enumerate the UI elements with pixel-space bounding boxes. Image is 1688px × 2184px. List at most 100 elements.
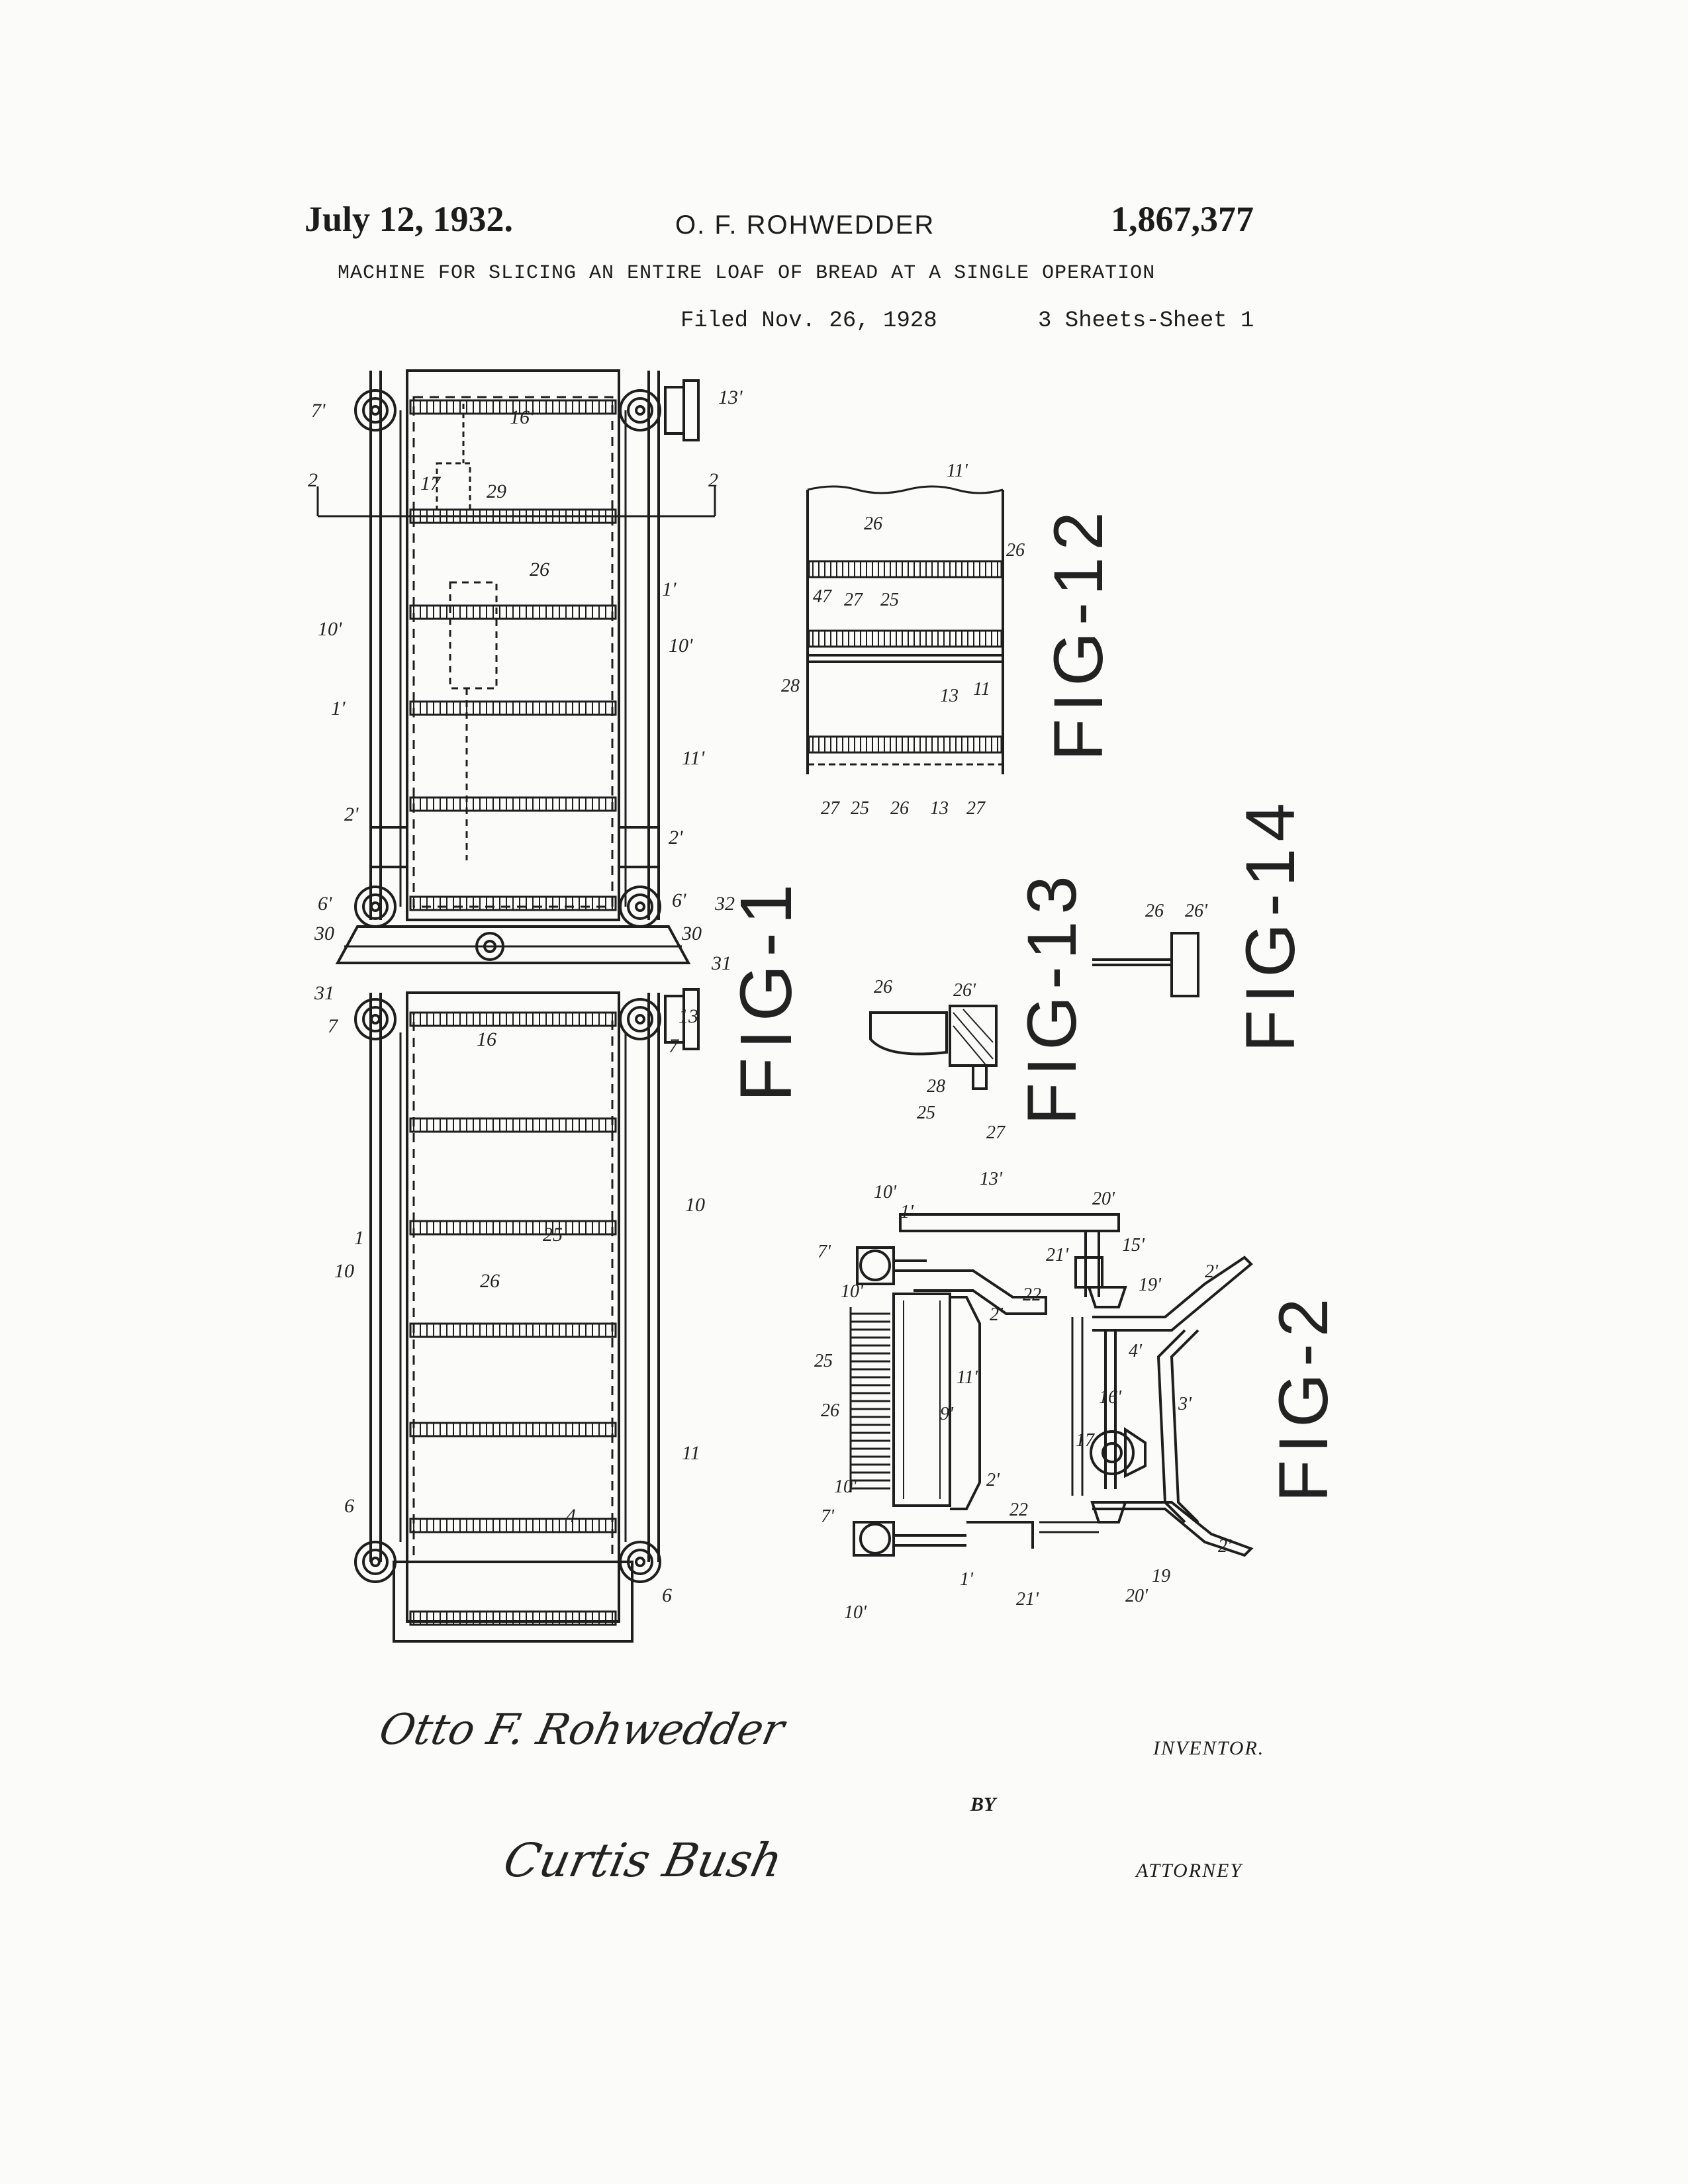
ref-label: 1' xyxy=(662,578,677,600)
ref-label: 10' xyxy=(841,1281,864,1302)
ref-label: 9' xyxy=(940,1404,954,1424)
fig12-drawing xyxy=(806,485,1004,774)
fig1-rollers xyxy=(354,379,1147,1583)
ref-label: 16 xyxy=(477,1028,496,1050)
ref-label: 25 xyxy=(543,1224,563,1246)
fig14-drawing xyxy=(1092,932,1199,997)
attorney-role: ATTORNEY xyxy=(1136,1860,1243,1882)
fig12-detail-marks xyxy=(808,560,1003,754)
ref-label: 22 xyxy=(1009,1500,1028,1520)
fig2-reference-numerals: 13' 10' 1' 7' 20' 21' 15' 22 19' 2' 10' … xyxy=(814,1169,1232,1623)
ref-label: 10' xyxy=(874,1182,897,1203)
ref-label: 1' xyxy=(331,698,346,719)
ref-label: 19' xyxy=(1139,1275,1162,1295)
ref-label: 6' xyxy=(672,889,686,911)
ref-label: 27 xyxy=(821,798,840,819)
ref-label: 7 xyxy=(669,1035,680,1057)
fig12-reference-numerals: 11' 26 26 47 27 25 26 28 13 11 27 25 26 … xyxy=(781,461,1025,819)
ref-label: 22 xyxy=(1023,1285,1041,1305)
ref-label: 7' xyxy=(821,1506,835,1527)
ref-label: 30 xyxy=(314,923,334,944)
fig13-reference-numerals: 26 26' 28 25 27 xyxy=(874,977,1006,1143)
ref-label: 13 xyxy=(679,1005,698,1027)
patent-title: MACHINE FOR SLICING AN ENTIRE LOAF OF BR… xyxy=(338,262,1156,285)
ref-label: 16' xyxy=(1099,1387,1122,1408)
fig12-caption: FIG-12 xyxy=(1040,505,1117,761)
ref-label: 26 xyxy=(1006,540,1025,561)
ref-label: 6' xyxy=(318,893,332,915)
ref-label: 26 xyxy=(1145,901,1164,921)
ref-label: 26' xyxy=(1185,901,1208,921)
ref-label: 13' xyxy=(718,387,743,408)
ref-label: 20' xyxy=(1125,1586,1149,1606)
fig2-caption: FIG-2 xyxy=(1265,1292,1342,1502)
ref-label: 10' xyxy=(669,635,693,657)
ref-label: 26 xyxy=(530,559,549,580)
patent-number: 1,867,377 xyxy=(1111,199,1254,239)
ref-label: 2 xyxy=(708,469,718,491)
ref-label: 1' xyxy=(900,1202,914,1222)
ref-label: 11' xyxy=(947,461,968,481)
ref-label: 10' xyxy=(318,618,342,640)
fig1-reference-numerals: 7' 13' 2 2 16' 17 29 1' 26 10' 10' 1' 11… xyxy=(308,387,743,1606)
comb-row xyxy=(808,560,1003,578)
fig1-caption: FIG-1 xyxy=(726,876,807,1102)
ref-label: 26 xyxy=(864,514,882,534)
ref-label: 11 xyxy=(973,679,990,700)
figure-captions: FIG-1 FIG-12 FIG-13 FIG-14 FIG-2 xyxy=(726,505,1342,1502)
ref-label: 28 xyxy=(781,676,800,696)
ref-label: 20' xyxy=(1092,1189,1115,1209)
fig1-drawing xyxy=(316,369,716,1643)
fig14-caption: FIG-14 xyxy=(1232,796,1309,1052)
ref-label: 27 xyxy=(986,1122,1006,1143)
ref-label: 11' xyxy=(682,747,705,769)
ref-label: 26 xyxy=(480,1270,500,1292)
fig2-detail-marks xyxy=(851,1312,890,1490)
ref-label: 26 xyxy=(874,977,892,997)
ref-label: 32 xyxy=(714,893,735,915)
ref-label: 2' xyxy=(344,803,359,825)
fig1-detail-marks xyxy=(409,399,617,1626)
ref-label: 10 xyxy=(334,1260,354,1282)
comb-row xyxy=(808,629,1003,648)
ref-label: 2' xyxy=(990,1304,1004,1325)
fig13-caption: FIG-13 xyxy=(1013,869,1091,1125)
attorney-signature: Curtis Bush xyxy=(499,1833,788,1888)
ref-label: 21' xyxy=(1046,1245,1069,1265)
ref-label: 17 xyxy=(420,473,442,494)
fig2-drawing xyxy=(849,1213,1254,1557)
ref-label: 19 xyxy=(1152,1566,1170,1586)
ref-label: 11' xyxy=(957,1367,978,1388)
ref-label: 28 xyxy=(927,1076,945,1097)
fig13-drawing xyxy=(869,1005,998,1090)
ref-label: 25 xyxy=(814,1351,833,1371)
ref-label: 10' xyxy=(834,1477,857,1497)
ref-label: 6 xyxy=(344,1495,354,1517)
ref-label: 31 xyxy=(314,982,334,1004)
ref-label: 27 xyxy=(844,590,863,610)
ref-label: 4 xyxy=(566,1505,576,1527)
ref-label: 3' xyxy=(1178,1394,1192,1414)
ref-label: 21' xyxy=(1016,1589,1039,1610)
ref-label: 15' xyxy=(1122,1235,1145,1255)
ref-label: 2' xyxy=(669,827,683,848)
ref-label: 13 xyxy=(940,686,959,706)
ref-label: 7' xyxy=(311,400,326,422)
ref-label: 26 xyxy=(821,1400,839,1421)
inventor-signature: Otto F. Rohwedder xyxy=(375,1706,792,1754)
ref-label: 13' xyxy=(980,1169,1003,1189)
ref-label: 4' xyxy=(1129,1341,1143,1361)
ref-label: 29 xyxy=(487,480,506,502)
ref-label: 7' xyxy=(818,1242,831,1262)
ref-label: 16' xyxy=(510,406,534,428)
ref-label: 26 xyxy=(890,798,909,819)
inventor-name: O. F. ROHWEDDER xyxy=(675,210,935,240)
ref-label: 2 xyxy=(308,469,318,491)
ref-label: 47 xyxy=(813,586,832,607)
signature-block: Otto F. Rohwedder Curtis Bush xyxy=(375,1706,792,1888)
sheet-count: 3 Sheets-Sheet 1 xyxy=(1038,308,1254,334)
ref-label: 6 xyxy=(662,1584,672,1606)
ref-label: 25 xyxy=(917,1103,935,1123)
ref-label: 2' xyxy=(1218,1536,1232,1557)
